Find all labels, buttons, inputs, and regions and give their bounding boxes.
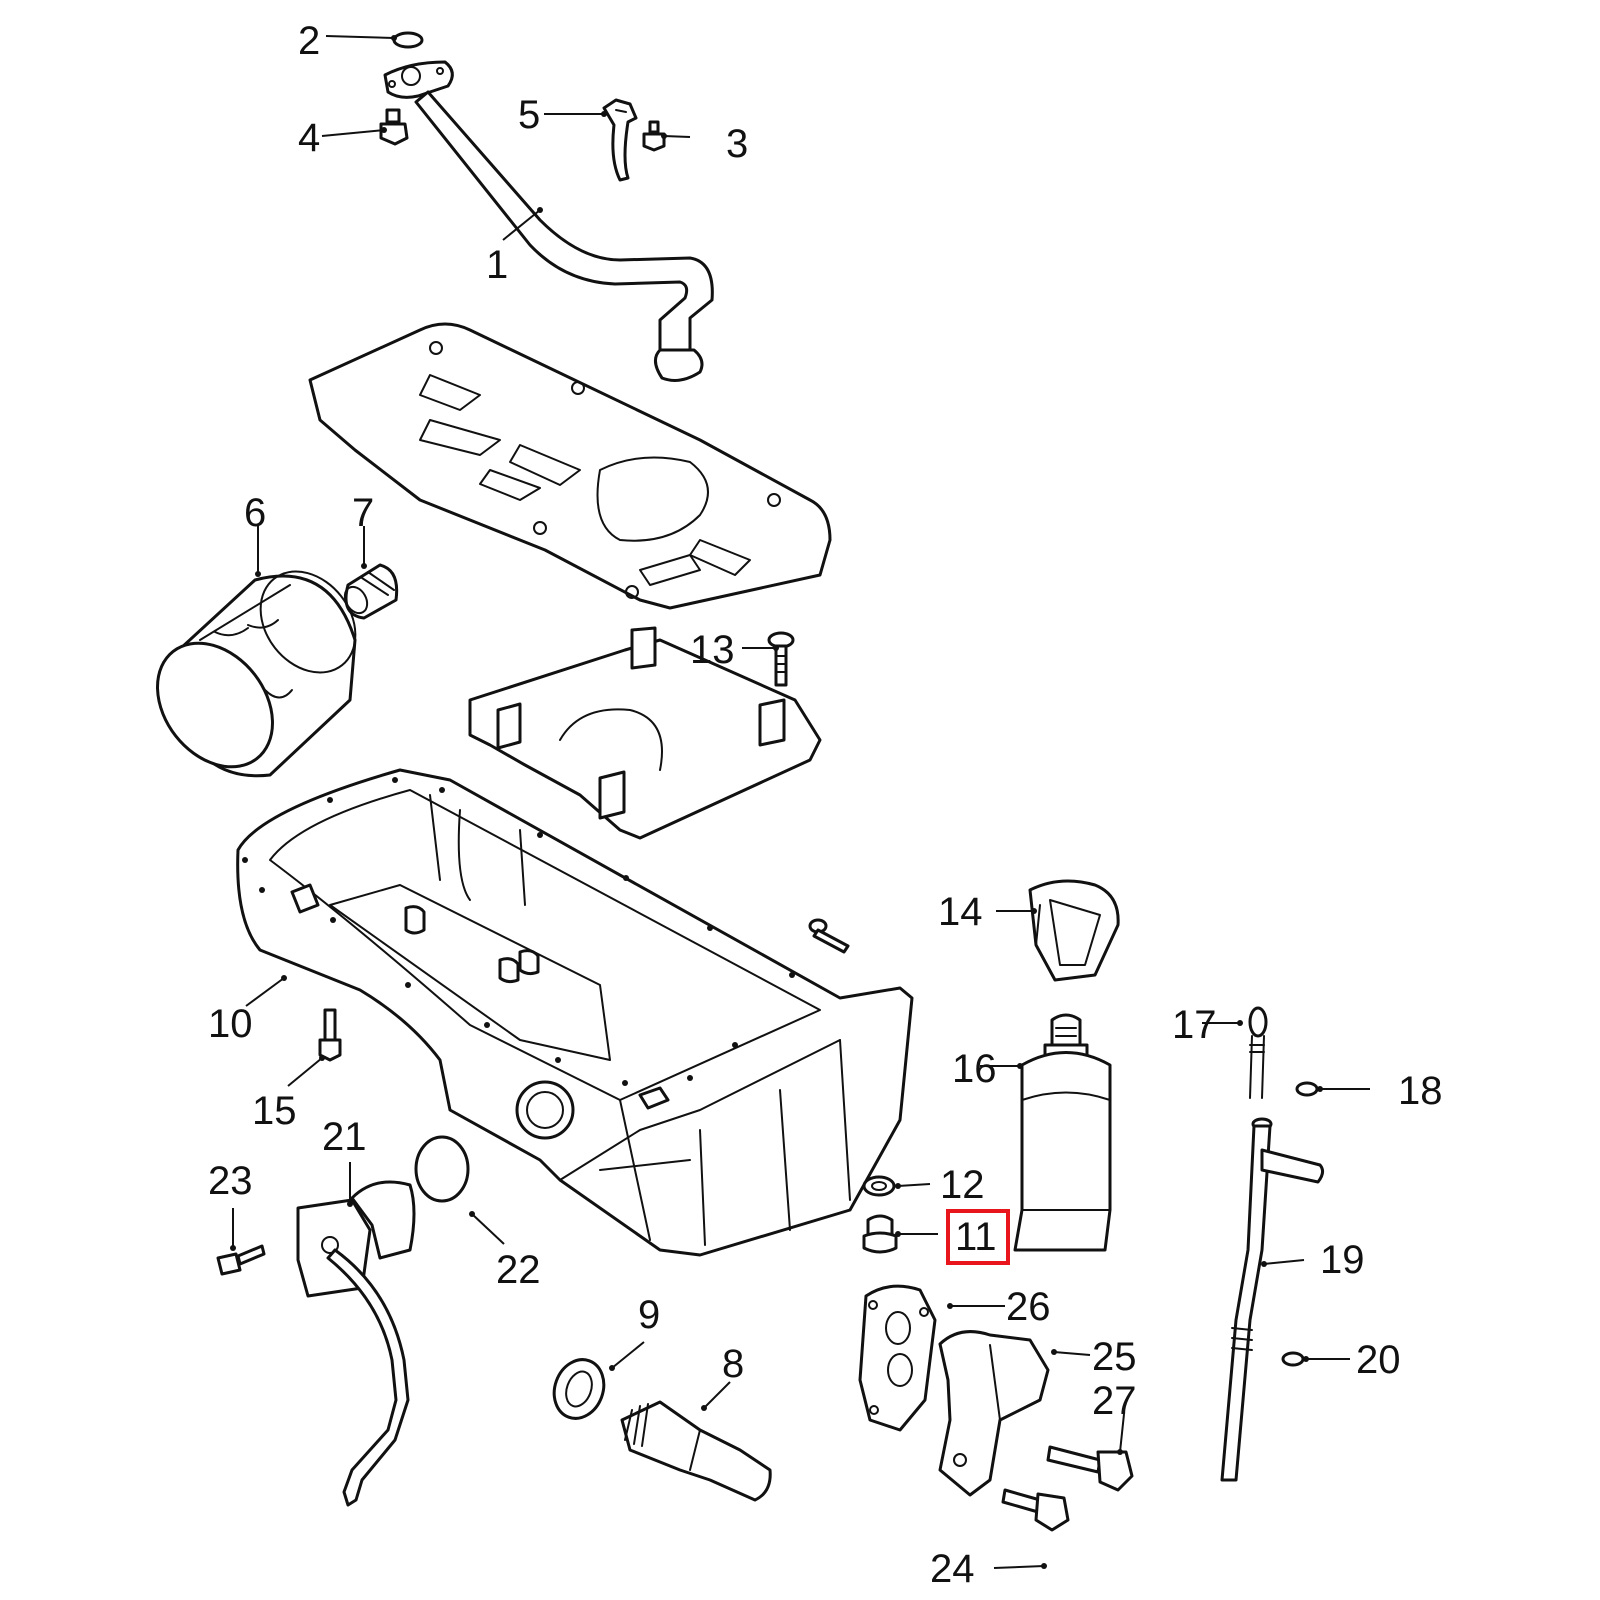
washer-part-12 [862,1175,896,1197]
callout-12: 12 [940,1163,985,1207]
bolt-part-27 [1046,1445,1134,1492]
callout-22: 22 [496,1248,541,1292]
callout-18: 18 [1398,1069,1443,1113]
seal-part-9 [552,1358,606,1420]
callout-14: 14 [938,890,983,934]
bolt-part-3 [642,120,666,152]
oring-part-2 [392,31,424,49]
bolt-part-23 [216,1244,266,1276]
drain-plug-part-11 [862,1214,898,1254]
callout-10: 10 [208,1002,253,1046]
bracket-part-5 [602,98,638,182]
callout-5: 5 [518,93,540,137]
leader-lines [230,35,1370,1569]
oil-pan-part-10 [236,768,914,1257]
callout-15: 15 [252,1089,297,1133]
callout-8: 8 [722,1342,744,1386]
pan-stud [808,918,850,954]
callout-20: 20 [1356,1338,1401,1382]
callout-7: 7 [352,491,374,535]
callout-23: 23 [208,1159,253,1203]
gasket-part-26 [858,1284,937,1432]
highlight-box [946,1209,1010,1265]
oring-part-22 [414,1135,470,1203]
dipstick-tube-part-19 [1220,1117,1325,1482]
pressure-switch-part-8 [620,1400,772,1502]
callout-17: 17 [1172,1003,1217,1047]
upper-baffle-plate-part [308,322,832,610]
oring-part-20 [1281,1351,1305,1367]
bolt-part-24 [1001,1488,1070,1532]
clip-part-14 [1028,879,1120,982]
filter-adapter-part-7 [343,563,399,620]
callout-2: 2 [298,19,320,63]
callout-9: 9 [638,1293,660,1337]
callout-1: 1 [486,243,508,287]
sealant-tube-part-16 [1013,1013,1112,1252]
callout-25: 25 [1092,1335,1137,1379]
lower-baffle-plate-part [468,626,822,840]
callout-11: 11 [955,1215,997,1259]
bolt-part-15 [318,1008,342,1062]
callout-16: 16 [952,1047,997,1091]
callout-6: 6 [244,491,266,535]
oring-part-18 [1295,1081,1319,1097]
callout-3: 3 [726,122,748,166]
callout-21: 21 [322,1115,367,1159]
bolt-part-4 [379,108,409,146]
sensor-part-21 [296,1180,416,1507]
callout-13: 13 [690,628,735,672]
callout-24: 24 [930,1547,975,1591]
bolt-part-13 [767,631,795,687]
callout-26: 26 [1006,1285,1051,1329]
dipstick-part-17 [1248,1006,1268,1099]
oil-pickup-tube-part [383,60,714,382]
oil-filter-part-6 [156,570,357,778]
callout-labels: 2 4 5 3 1 6 7 13 14 10 16 17 18 15 21 23… [208,19,1443,1591]
callout-4: 4 [298,116,320,160]
filter-housing-part-25 [938,1330,1050,1497]
callout-19: 19 [1320,1238,1365,1282]
callout-27: 27 [1092,1379,1137,1423]
